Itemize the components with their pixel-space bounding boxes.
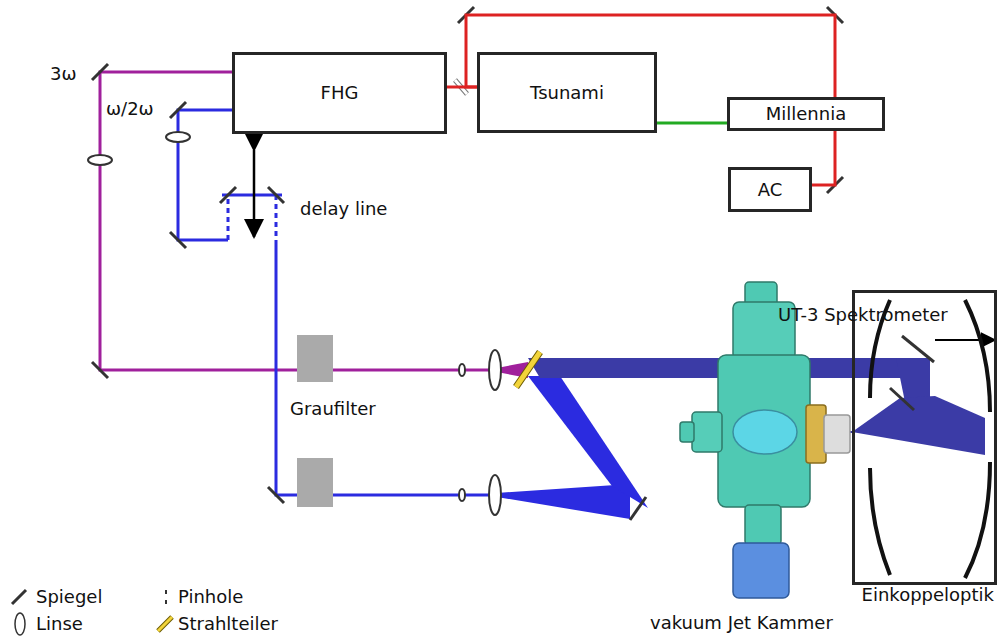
blue-beam xyxy=(276,240,495,495)
chamber-port xyxy=(680,422,694,442)
legend-entry: Strahlteiler xyxy=(178,613,278,635)
delay-arrow xyxy=(253,150,256,237)
delay-beam xyxy=(227,195,230,240)
beam-splitter xyxy=(516,352,540,387)
curved-mirror xyxy=(965,300,990,412)
blue-band xyxy=(528,376,648,508)
chamber-label: vakuum Jet Kammer xyxy=(650,612,833,634)
legend-mirror xyxy=(12,590,26,604)
chamber-window xyxy=(824,415,850,453)
chamber-viewport xyxy=(733,410,797,454)
vacuum-chamber xyxy=(680,282,850,598)
blue-focus xyxy=(497,484,630,519)
legend-pinhole xyxy=(165,600,167,604)
delay-label: delay line xyxy=(300,198,387,220)
filter-label: Graufilter xyxy=(290,398,376,420)
curved-mirror xyxy=(870,468,890,575)
box-label: Einkoppeloptik xyxy=(862,584,994,606)
mirror xyxy=(890,388,914,410)
combined-band xyxy=(852,396,985,455)
box-label: FHG xyxy=(321,82,359,104)
mirror xyxy=(92,64,108,80)
beam-label: 3ω xyxy=(50,63,77,85)
lens xyxy=(489,475,501,515)
laser-beam xyxy=(657,122,727,125)
chamber-port xyxy=(692,412,722,452)
chamber-port xyxy=(745,505,781,545)
spectrometer-arrow xyxy=(935,339,995,341)
box-label: Millennia xyxy=(766,103,846,125)
legend-splitter xyxy=(158,617,172,631)
autocorrelator-box: AC xyxy=(728,167,812,212)
chamber-body xyxy=(718,355,810,507)
grey-filter xyxy=(297,458,333,507)
mirror xyxy=(170,232,186,248)
spectrometer-label: UT-3 Spektrometer xyxy=(778,304,948,326)
pump-laser-box: Millennia xyxy=(727,97,885,131)
mirror xyxy=(902,336,934,362)
beam-label: ω/2ω xyxy=(106,98,154,120)
legend-text: Strahlteiler xyxy=(178,613,278,634)
mirror xyxy=(92,362,108,378)
mirror xyxy=(220,187,236,203)
legend-splitter xyxy=(158,617,172,631)
mirror xyxy=(268,187,284,203)
mirror xyxy=(170,102,186,118)
legend-pinhole xyxy=(165,590,167,594)
legend-entry: Linse xyxy=(36,613,83,635)
legend-entry: Spiegel xyxy=(36,586,102,608)
pinhole xyxy=(459,364,465,376)
legend-text: Spiegel xyxy=(36,586,102,607)
legend-entry: Pinhole xyxy=(178,586,243,608)
grey-filter xyxy=(297,335,333,382)
coupling-optics-box: Einkoppeloptik xyxy=(852,290,997,585)
module-box: FHG xyxy=(232,52,447,134)
box-label: AC xyxy=(758,179,783,201)
beam-splitter xyxy=(516,352,540,387)
mirror xyxy=(268,487,284,503)
mirror xyxy=(630,497,646,520)
delay-beam xyxy=(275,195,278,240)
pinhole xyxy=(459,489,465,501)
legend-text: Linse xyxy=(36,613,83,634)
box-label: Tsunami xyxy=(530,82,604,104)
turbo-pump xyxy=(733,543,789,598)
legend-lens xyxy=(15,613,25,635)
lens xyxy=(166,132,190,142)
lens xyxy=(88,155,112,165)
blue-beam xyxy=(178,110,232,240)
combined-band xyxy=(896,358,930,402)
legend-text: Pinhole xyxy=(178,586,243,607)
lens xyxy=(489,350,501,390)
laser-box: Tsunami xyxy=(477,52,657,133)
chamber-flange xyxy=(806,405,826,463)
curved-mirror xyxy=(965,462,990,578)
